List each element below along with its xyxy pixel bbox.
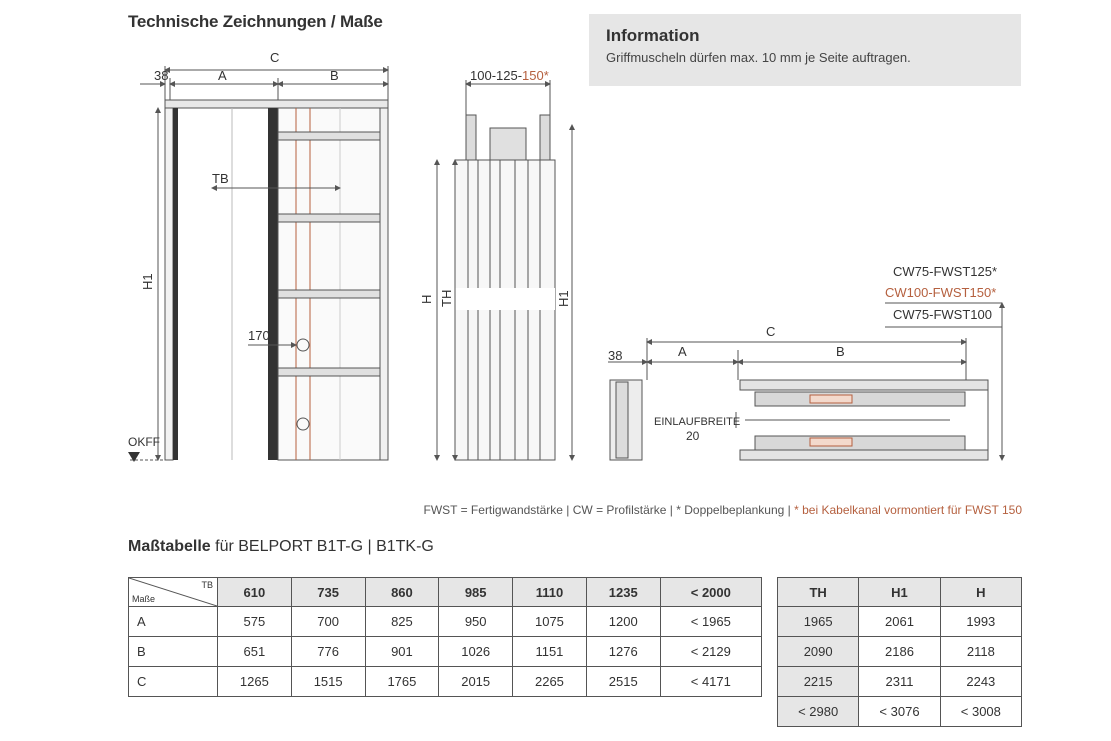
table-corner-cell: TB Maße bbox=[128, 577, 218, 607]
okff-label: OKFF bbox=[128, 435, 160, 449]
table-row: 2090 2186 2118 bbox=[776, 636, 1023, 667]
table-header: 985 bbox=[438, 577, 514, 607]
legend-line: FWST = Fertigwandstärke | CW = Profilstä… bbox=[0, 503, 1022, 517]
table-cell: < 3008 bbox=[939, 696, 1023, 727]
table-title-bold: Maßtabelle bbox=[128, 538, 211, 555]
table-cell: < 2980 bbox=[776, 696, 860, 727]
table-cell: 2061 bbox=[858, 606, 941, 637]
dim-h-side: H bbox=[419, 295, 434, 304]
cw75-fwst100-label: CW75-FWST100 bbox=[893, 307, 992, 322]
table-title-rest: für BELPORT B1T-G | B1TK-G bbox=[210, 538, 434, 555]
table-header: < 2000 bbox=[659, 577, 763, 607]
table-cell: 2243 bbox=[939, 666, 1023, 697]
cw75-fwst125-label: CW75-FWST125* bbox=[893, 264, 997, 279]
table-cell: 1765 bbox=[364, 666, 440, 697]
dim-38: 38 bbox=[154, 68, 168, 83]
row-label: B bbox=[128, 636, 218, 667]
table-header: H bbox=[939, 577, 1023, 607]
side-width-label: 100-125-150* bbox=[470, 68, 549, 83]
information-title: Information bbox=[606, 26, 700, 45]
table-header: 610 bbox=[217, 577, 292, 607]
table-header: H1 bbox=[858, 577, 941, 607]
table-header: 735 bbox=[290, 577, 366, 607]
legend-red-note: * bei Kabelkanal vormontiert für FWST 15… bbox=[794, 503, 1022, 517]
dim-th-side: TH bbox=[439, 290, 454, 307]
table-row: 1965 2061 1993 bbox=[776, 606, 1023, 637]
top-dim-38: 38 bbox=[608, 348, 622, 363]
table-cell: 1026 bbox=[438, 636, 514, 667]
table-row: A 575 700 825 950 1075 1200 < 1965 bbox=[128, 606, 763, 637]
top-dim-a: A bbox=[678, 344, 687, 359]
dim-h1-side: H1 bbox=[556, 290, 571, 307]
cw100-fwst150-label: CW100-FWST150* bbox=[885, 285, 996, 300]
information-box bbox=[589, 14, 1021, 86]
dim-tb: TB bbox=[212, 171, 229, 186]
table-row: C 1265 1515 1765 2015 2265 2515 < 4171 bbox=[128, 666, 763, 697]
table-cell: 1151 bbox=[512, 636, 587, 667]
table-cell: 2186 bbox=[858, 636, 941, 667]
dim-a: A bbox=[218, 68, 227, 83]
table-cell: 700 bbox=[290, 606, 366, 637]
table-header: 1235 bbox=[585, 577, 661, 607]
table-cell: 776 bbox=[290, 636, 366, 667]
legend-main: FWST = Fertigwandstärke | CW = Profilstä… bbox=[423, 503, 795, 517]
table-row: B 651 776 901 1026 1151 1276 < 2129 bbox=[128, 636, 763, 667]
table-cell: < 1965 bbox=[659, 606, 763, 637]
table-cell: < 2129 bbox=[659, 636, 763, 667]
table-row: < 2980 < 3076 < 3008 bbox=[776, 696, 1023, 727]
dim-b: B bbox=[330, 68, 339, 83]
table-cell: < 3076 bbox=[858, 696, 941, 727]
table-cell: 2265 bbox=[512, 666, 587, 697]
table-cell: 1515 bbox=[290, 666, 366, 697]
dimension-table-tb: TB Maße 610 735 860 985 1110 1235 < 2000… bbox=[128, 577, 763, 697]
table-header: 1110 bbox=[512, 577, 587, 607]
table-cell: 575 bbox=[217, 606, 292, 637]
dim-170: 170 bbox=[248, 328, 270, 343]
top-view-drawing bbox=[608, 302, 1005, 461]
table-cell: 2215 bbox=[776, 666, 860, 697]
table-row: 2215 2311 2243 bbox=[776, 666, 1023, 697]
table-cell: 2015 bbox=[438, 666, 514, 697]
einlaufbreite-value: 20 bbox=[686, 429, 700, 443]
table-cell: 825 bbox=[364, 606, 440, 637]
table-cell: 1200 bbox=[585, 606, 661, 637]
table-cell: 1993 bbox=[939, 606, 1023, 637]
table-cell: 1075 bbox=[512, 606, 587, 637]
table-cell: 651 bbox=[217, 636, 292, 667]
row-label: C bbox=[128, 666, 218, 697]
dim-c: C bbox=[270, 50, 279, 65]
table-title: Maßtabelle für BELPORT B1T-G | B1TK-G bbox=[128, 538, 434, 556]
front-view-drawing bbox=[128, 66, 389, 462]
top-dim-c: C bbox=[766, 324, 775, 339]
corner-masse-label: Maße bbox=[132, 594, 156, 604]
dimension-table-th: TH H1 H 1965 2061 1993 2090 2186 2118 22… bbox=[776, 577, 1023, 727]
technical-drawings: 38 C A B TB H1 170 OKFF 100-125-150* H T… bbox=[128, 50, 1005, 462]
table-cell: 950 bbox=[438, 606, 514, 637]
table-cell: 1276 bbox=[585, 636, 661, 667]
row-label: A bbox=[128, 606, 218, 637]
corner-tb-label: TB bbox=[201, 580, 213, 590]
table-cell: 901 bbox=[364, 636, 440, 667]
table-cell: 1265 bbox=[217, 666, 292, 697]
table-header: TH bbox=[776, 577, 860, 607]
table-cell: 2118 bbox=[939, 636, 1023, 667]
table-cell: 2515 bbox=[585, 666, 661, 697]
information-text: Griffmuscheln dürfen max. 10 mm je Seite… bbox=[606, 50, 911, 65]
top-dim-b: B bbox=[836, 344, 845, 359]
table-cell: 2090 bbox=[776, 636, 860, 667]
table-header: 860 bbox=[364, 577, 440, 607]
einlaufbreite-label: EINLAUFBREITE bbox=[654, 416, 740, 428]
side-view-drawing bbox=[434, 80, 575, 461]
table-cell: 1965 bbox=[776, 606, 860, 637]
table-cell: < 4171 bbox=[659, 666, 763, 697]
page-title: Technische Zeichnungen / Maße bbox=[128, 12, 383, 31]
table-cell: 2311 bbox=[858, 666, 941, 697]
dim-h1: H1 bbox=[140, 273, 155, 290]
